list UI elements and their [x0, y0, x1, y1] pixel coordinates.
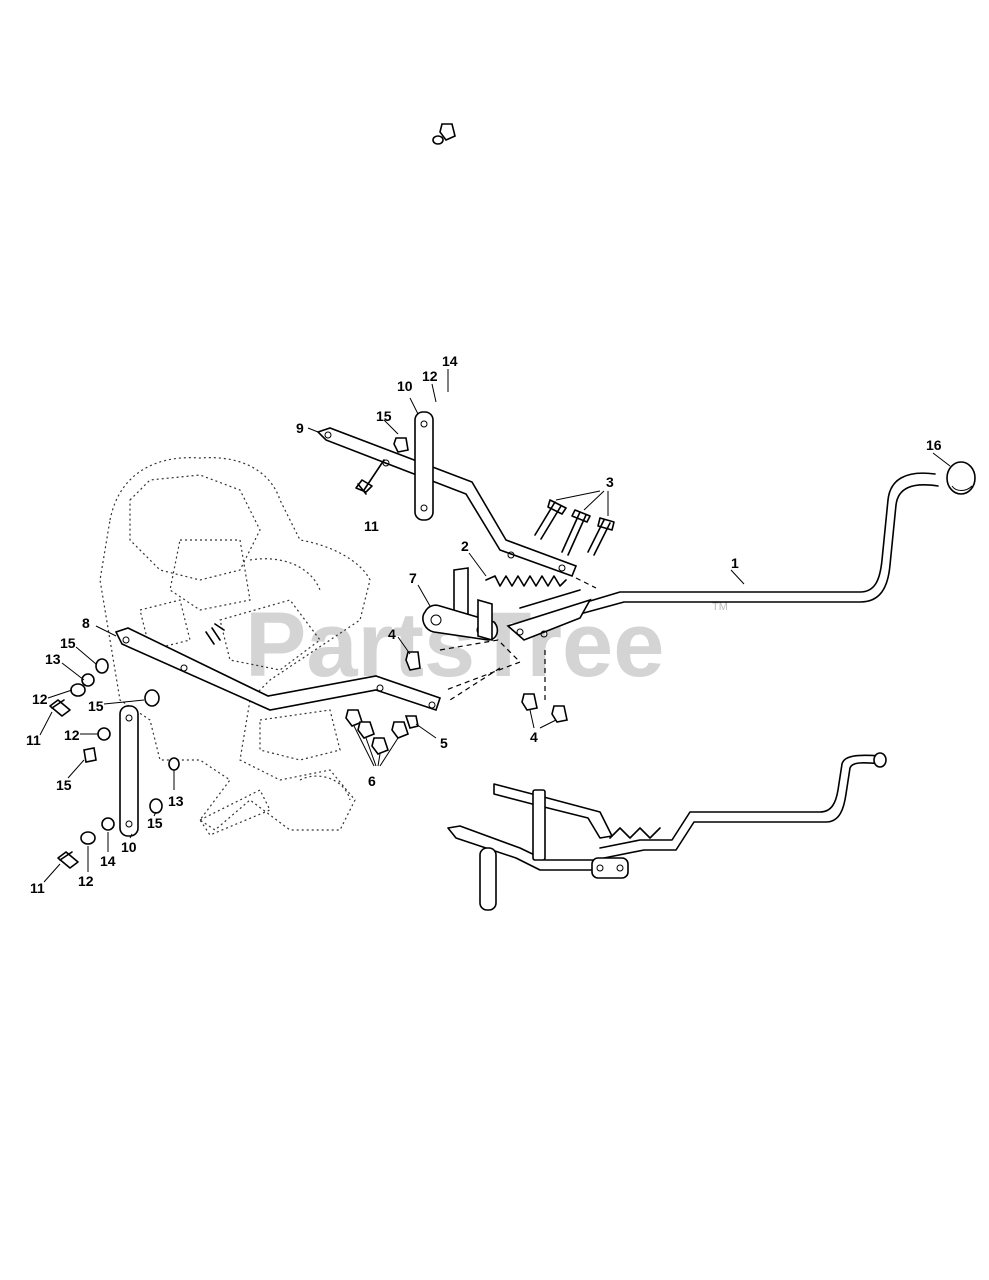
- leader-lines: [39, 369, 951, 883]
- part-2-spring: [485, 575, 567, 587]
- callout-7: 7: [409, 570, 417, 586]
- callout-2: 2: [461, 538, 469, 554]
- callout-15b: 15: [60, 635, 76, 651]
- callout-1: 1: [731, 555, 739, 571]
- callout-3: 3: [606, 474, 614, 490]
- callout-12d: 12: [78, 873, 94, 889]
- callout-4b: 4: [530, 729, 538, 745]
- callout-12c: 12: [64, 727, 80, 743]
- inset-assembled-view: [447, 752, 887, 911]
- callout-4a: 4: [388, 626, 396, 642]
- callout-16: 16: [926, 437, 942, 453]
- callout-13b: 13: [168, 793, 184, 809]
- callouts: 14 12 10 15 9 11 3 2 1 16 7 4 8 15 13 12…: [26, 353, 942, 896]
- callout-14a: 14: [442, 353, 458, 369]
- callout-8: 8: [82, 615, 90, 631]
- part-7-pivot-bracket: [422, 567, 499, 642]
- part-3-bolts: [534, 499, 615, 556]
- callout-6: 6: [368, 773, 376, 789]
- callout-14b: 15: [56, 777, 72, 793]
- hardware-left: [49, 658, 180, 869]
- callout-15a: 15: [376, 408, 392, 424]
- callout-11a: 11: [364, 518, 379, 534]
- hardware-upper: [355, 123, 456, 495]
- callout-15c: 15: [88, 698, 104, 714]
- callout-12b: 12: [32, 691, 48, 707]
- callout-11c: 11: [30, 880, 45, 896]
- part-16-knob: [946, 461, 976, 495]
- callout-12a: 12: [422, 368, 438, 384]
- part-4-nuts: [405, 651, 568, 723]
- callout-11b: 11: [26, 732, 41, 748]
- watermark-trademark: TM: [712, 601, 728, 613]
- callout-15d: 15: [147, 815, 163, 831]
- part-6-5-nuts: [345, 709, 419, 755]
- engine-sketch: [99, 457, 371, 836]
- callout-5: 5: [440, 735, 448, 751]
- part-1-lever: [506, 472, 939, 641]
- assembly-dash-lines: [439, 577, 597, 701]
- part-9-upper-bar: [316, 427, 578, 578]
- callout-13a: 13: [45, 651, 61, 667]
- callout-13c: 14: [100, 853, 116, 869]
- callout-10a: 10: [397, 378, 413, 394]
- callout-9: 9: [296, 420, 304, 436]
- part-10-lower-link: [119, 705, 139, 837]
- callout-10b: 10: [121, 839, 137, 855]
- part-10-upper-link: [414, 411, 434, 521]
- part-8-lower-bar: [114, 623, 442, 712]
